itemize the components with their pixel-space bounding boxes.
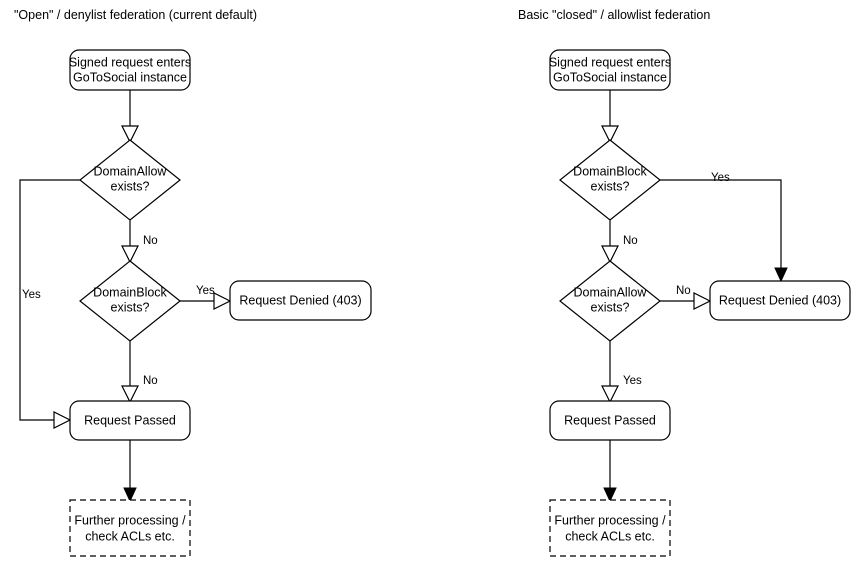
node-request-passed-label-left: Request Passed [84,413,176,427]
panel-open-denylist: "Open" / denylist federation (current de… [14,8,372,557]
node-further-processing-label-line2-right: check ACLs etc. [565,529,655,543]
panel-closed-allowlist: Basic "closed" / allowlist federation Si… [518,8,851,557]
edge-label-domainallow-yes-right: Yes [623,375,642,387]
node-domainblock-label-line2-left: exists? [111,300,150,314]
node-domainallow-label-line2-right: exists? [591,300,630,314]
edge-label-domainallow-yes-left: Yes [22,289,41,301]
node-request-denied-label-right: Request Denied (403) [719,293,841,307]
node-entry-label-line2-right: GoToSocial instance [553,70,667,84]
edge-domainallow-no-left: No [121,220,158,264]
edge-label-domainblock-yes-left: Yes [196,285,215,297]
node-entry-label-line1-left: Signed request enters [69,55,191,69]
node-domainblock-decision-right[interactable]: DomainBlock exists? [559,139,661,221]
node-domainallow-decision-left[interactable]: DomainAllow exists? [79,139,181,221]
node-entry-label-line1-right: Signed request enters [549,55,671,69]
edge-passed-to-further-left [123,440,137,503]
edge-label-domainblock-no-right: No [623,235,638,247]
node-domainallow-decision-right[interactable]: DomainAllow exists? [559,260,661,342]
node-domainallow-label-line2-left: exists? [111,179,150,193]
edge-domainblock-yes-left: Yes [180,285,232,310]
node-signed-request-entry-left[interactable]: Signed request enters GoToSocial instanc… [69,49,191,91]
node-signed-request-entry-right[interactable]: Signed request enters GoToSocial instanc… [549,49,671,91]
edge-label-domainblock-yes-right: Yes [711,172,730,184]
node-request-denied-label-left: Request Denied (403) [239,293,361,307]
edge-label-domainblock-no-left: No [143,375,158,387]
node-further-processing-label-line1-left: Further processing / [74,513,186,527]
panel-title-open-denylist: "Open" / denylist federation (current de… [14,8,257,22]
node-request-passed-right[interactable]: Request Passed [549,400,671,441]
edge-domainallow-no-right: No [660,285,712,310]
node-further-processing-label-line1-right: Further processing / [554,513,666,527]
node-request-denied-right[interactable]: Request Denied (403) [709,280,851,321]
edge-label-domainallow-no-right: No [676,285,691,297]
node-further-processing-left[interactable]: Further processing / check ACLs etc. [69,499,191,557]
edge-domainblock-no-left: No [121,341,158,404]
node-request-denied-shape-left [229,280,372,321]
edge-label-domainallow-no-left: No [143,235,158,247]
node-domainblock-decision-left[interactable]: DomainBlock exists? [79,260,181,342]
edge-entry-to-domainallow-left [121,90,139,144]
node-request-denied-left[interactable]: Request Denied (403) [229,280,372,321]
node-further-processing-label-line2-left: check ACLs etc. [85,529,175,543]
node-domainallow-label-line1-left: DomainAllow [94,164,168,178]
node-further-processing-shape-right [549,499,671,557]
panel-title-closed-allowlist: Basic "closed" / allowlist federation [518,8,710,22]
edge-domainallow-yes-left: Yes [19,179,80,429]
edge-domainallow-yes-right: Yes [601,341,642,404]
node-domainblock-label-line1-right: DomainBlock [573,164,647,178]
node-domainblock-label-line1-left: DomainBlock [93,285,167,299]
node-domainblock-label-line2-right: exists? [591,179,630,193]
node-further-processing-shape-left [69,499,191,557]
edge-entry-to-domainblock-right [601,90,619,144]
node-request-passed-label-right: Request Passed [564,413,656,427]
node-entry-label-line2-left: GoToSocial instance [73,70,187,84]
node-further-processing-right[interactable]: Further processing / check ACLs etc. [549,499,671,557]
node-domainallow-label-line1-right: DomainAllow [574,285,648,299]
edge-domainblock-no-right: No [601,220,638,264]
node-request-passed-left[interactable]: Request Passed [69,400,191,441]
edge-passed-to-further-right [603,440,617,503]
node-request-denied-shape-right [709,280,851,321]
edge-domainblock-yes-right: Yes [660,172,788,283]
